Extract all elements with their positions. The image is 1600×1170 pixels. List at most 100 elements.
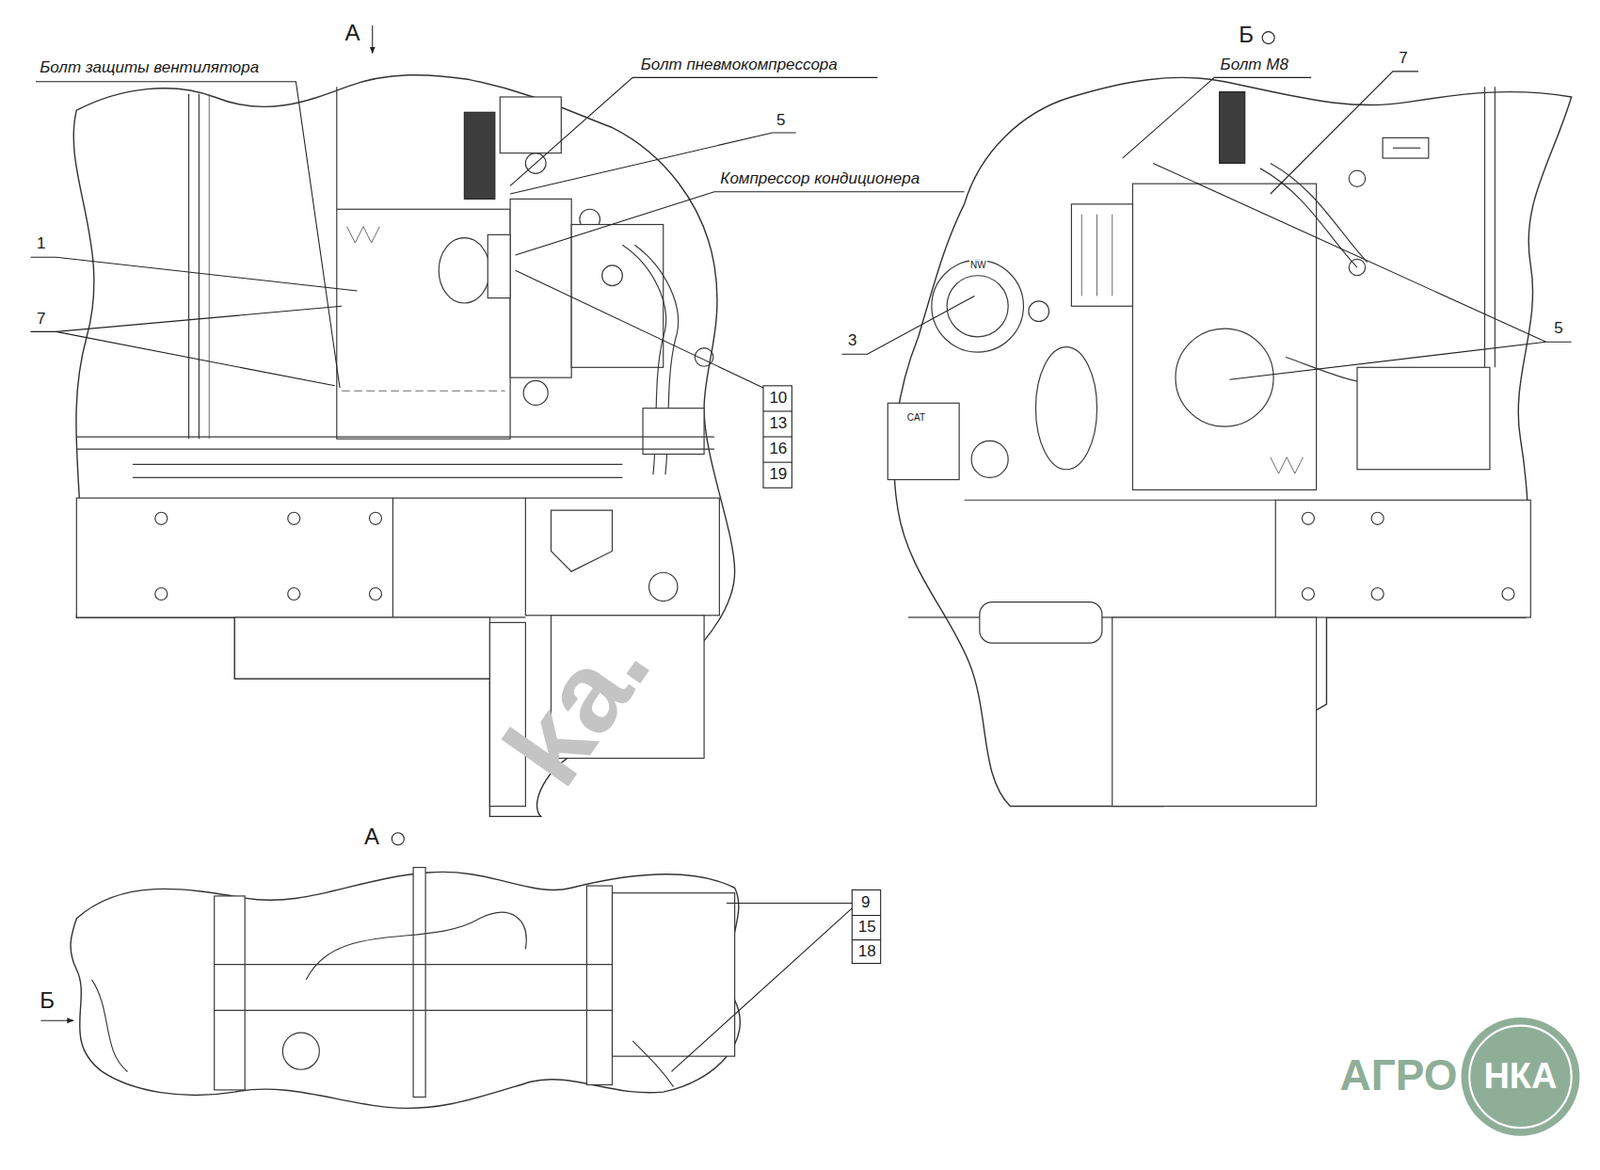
drawing-line <box>763 435 792 437</box>
drawing-line <box>1028 301 1050 322</box>
drawing-line <box>851 939 880 941</box>
drawing-line <box>1270 71 1419 194</box>
callout-number: 7 <box>1397 49 1408 68</box>
drawing-line <box>1301 587 1314 600</box>
drawing-line <box>851 914 880 916</box>
drawing-line <box>1096 214 1098 297</box>
callout-number: 19 <box>768 465 788 484</box>
part-label: Болт М8 <box>1219 56 1290 75</box>
drawing-line <box>1112 617 1317 807</box>
drawing-line <box>1371 587 1384 600</box>
drawing-line <box>515 270 764 388</box>
drawing-line <box>198 94 200 439</box>
drawing-line <box>413 867 426 1098</box>
part-label: Болт защиты вентилятора <box>38 59 260 78</box>
drawing-line <box>155 587 168 600</box>
drawing-line <box>1132 183 1316 490</box>
drawing-line <box>550 510 612 572</box>
drawing-line <box>523 380 548 405</box>
drawing-line <box>1152 162 1572 342</box>
drawing-line <box>1371 512 1384 525</box>
callout-number: 5 <box>1552 320 1564 338</box>
view-letter: Б <box>1237 22 1255 48</box>
drawing-line <box>282 1032 320 1070</box>
drawing-line <box>305 912 527 979</box>
callout-number: 18 <box>857 943 878 961</box>
drawing-line <box>586 885 612 1085</box>
drawing-line <box>214 963 613 965</box>
drawing-line <box>1219 92 1246 164</box>
drawing-line <box>392 496 526 498</box>
drawing-line <box>851 889 880 963</box>
drawing-line <box>1494 86 1496 368</box>
drawing-line <box>763 410 792 412</box>
drawing-line <box>726 902 852 904</box>
logo-text: АГРО <box>1338 1051 1458 1100</box>
drawing-line <box>347 226 381 243</box>
view-letter: Б <box>38 988 56 1013</box>
part-label: Болт пневмокомпрессора <box>640 56 839 75</box>
drawing-line <box>234 617 490 679</box>
drawing-line <box>515 192 965 256</box>
drawing-line <box>464 112 496 199</box>
drawing-line <box>336 208 511 439</box>
callout-number: 1 <box>35 235 47 254</box>
view-a-bottom-panel <box>70 867 740 1109</box>
drawing-line <box>371 25 373 53</box>
drawing-line <box>92 979 128 1072</box>
drawing-line <box>1392 147 1421 149</box>
drawing-line <box>1357 367 1490 469</box>
drawing-line <box>208 94 210 439</box>
part-label: Компрессор кондиционера <box>719 170 921 189</box>
drawing-line <box>214 1009 613 1011</box>
drawing-line <box>70 871 740 1108</box>
part-marking: NW <box>969 259 988 271</box>
view-b-panel <box>887 77 1571 806</box>
drawing-line <box>73 75 735 817</box>
callout-number: 5 <box>775 112 786 130</box>
drawing-line <box>887 402 960 480</box>
drawing-line <box>1111 214 1113 297</box>
callout-number: 13 <box>768 415 788 433</box>
drawing-line <box>525 497 720 616</box>
drawing-line <box>1301 512 1314 525</box>
drawing-line <box>979 602 1103 643</box>
drawing-line <box>368 587 382 600</box>
drawing-line <box>336 86 337 209</box>
drawing-line <box>649 572 678 601</box>
drawing-line <box>1270 457 1304 474</box>
drawing-line <box>1260 168 1358 268</box>
drawing-line <box>612 893 736 1056</box>
drawing-line <box>499 96 561 154</box>
drawing-line <box>763 385 792 488</box>
drawing-line <box>368 512 382 525</box>
part-marking: CAT <box>906 412 927 423</box>
drawing-line <box>31 256 358 291</box>
drawing-line <box>40 1020 74 1022</box>
drawing-line <box>341 390 505 392</box>
drawing-line <box>1175 328 1274 427</box>
drawing-line <box>1262 32 1275 45</box>
drawing-line <box>1229 341 1546 380</box>
drawing-line <box>642 408 704 455</box>
callout-number: 7 <box>35 310 47 329</box>
drawing-line <box>971 440 1008 478</box>
drawing-line <box>602 265 624 287</box>
drawing-line <box>1270 162 1368 262</box>
view-a-panel <box>73 75 735 817</box>
drawing-line <box>1035 347 1097 470</box>
drawing-line <box>1469 1025 1571 1128</box>
drawing-line <box>1348 258 1365 275</box>
drawing-line <box>571 224 664 368</box>
drawing-line <box>438 238 490 304</box>
drawing-line <box>132 464 623 465</box>
drawing-line <box>931 259 1024 352</box>
drawing-line <box>632 1040 673 1088</box>
drawing-line <box>1484 86 1486 368</box>
drawing-line <box>1461 1017 1581 1136</box>
drawing-line <box>132 477 623 479</box>
drawing-line <box>188 94 190 439</box>
drawing-line <box>214 896 246 1090</box>
drawing-line <box>1382 137 1429 159</box>
drawing-line <box>56 331 336 385</box>
